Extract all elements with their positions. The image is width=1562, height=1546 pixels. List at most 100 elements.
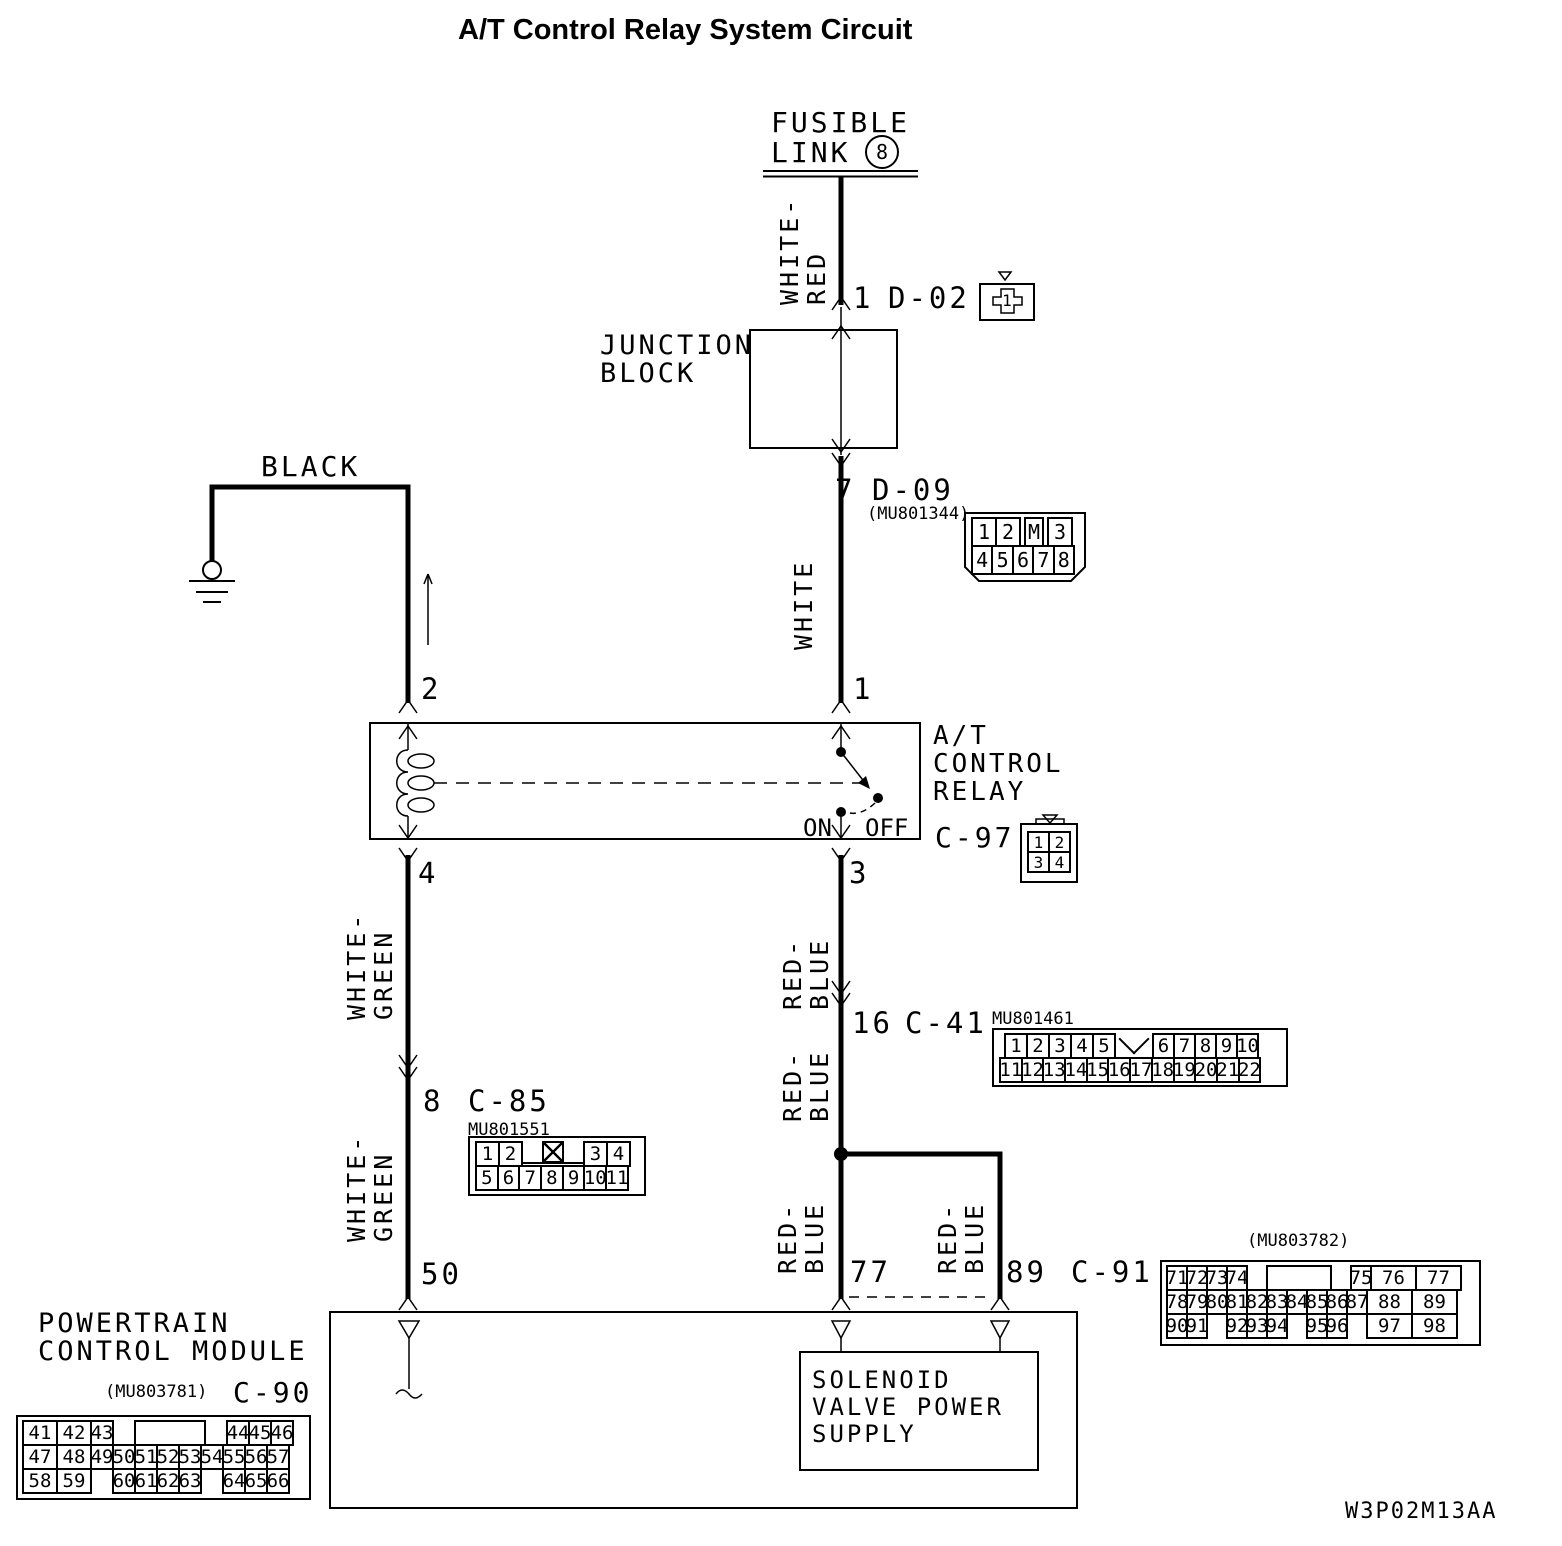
pin-cell-21: 21	[1215, 1057, 1240, 1083]
pin-cell-89: 89	[1411, 1289, 1458, 1315]
relay-coil	[396, 749, 409, 817]
pin-cell-80: 80	[1205, 1289, 1229, 1315]
relay-on-label: ON	[803, 814, 832, 842]
relay-name-line3: RELAY	[933, 777, 1027, 807]
pin-cell-6: 6	[1152, 1033, 1175, 1059]
pin-cell-87: 87	[1345, 1289, 1369, 1315]
connector-gap	[1042, 517, 1049, 547]
part-number-c41: MU801461	[992, 1009, 1074, 1029]
pin-cell-49: 49	[90, 1444, 114, 1470]
pcm-name-line1: POWERTRAIN	[38, 1308, 231, 1339]
connector-shell-c91	[1160, 1260, 1481, 1346]
pin-cell-8: 8	[1052, 545, 1075, 575]
pin-cell-19: 19	[1172, 1057, 1197, 1083]
pin-cell-97: 97	[1366, 1313, 1413, 1339]
relay-box	[369, 722, 921, 840]
pin-cell-2: 2	[1026, 1033, 1050, 1059]
current-arrow	[423, 573, 433, 645]
keyway-x-box	[521, 1141, 585, 1164]
connector-shell-d09	[964, 512, 1086, 582]
internal-ground-squiggle	[395, 1389, 423, 1399]
pin-cell-16: 16	[1107, 1057, 1132, 1083]
pin-cell-4: 4	[606, 1141, 631, 1167]
pin-cell-88: 88	[1366, 1289, 1413, 1315]
pin-cell-50: 50	[112, 1444, 136, 1470]
fusible-link-label-line2: LINK	[771, 136, 851, 169]
wire-label-red-blue-4: RED- BLUE	[933, 1201, 989, 1274]
pin-cell-46: 46	[270, 1420, 294, 1446]
pin-cell-57: 57	[266, 1444, 290, 1470]
pin-number-d09: 7	[835, 473, 856, 507]
pin-cell-85: 85	[1305, 1289, 1329, 1315]
ground-symbol	[189, 560, 235, 603]
pin-cell-5: 5	[475, 1165, 499, 1191]
pin-cell-7: 7	[1173, 1033, 1196, 1059]
connector-blank-cell	[134, 1420, 206, 1446]
connector-code-d09: D-09	[872, 473, 954, 507]
pin-cell-4: 4	[1048, 851, 1071, 873]
pin-cell-1: 1	[971, 517, 997, 547]
wire-label-white-green-2: WHITE- GREEN	[342, 1133, 398, 1242]
pin-cell-94: 94	[1265, 1313, 1289, 1339]
connector-gap	[1019, 517, 1026, 547]
pin-cell-8: 8	[540, 1165, 564, 1191]
connector-code-d02: D-02	[888, 281, 970, 315]
pin-cell-13: 13	[1042, 1057, 1067, 1083]
wire-label-white: WHITE	[789, 559, 818, 650]
pin-cell-77: 77	[1415, 1265, 1462, 1291]
pcm-pin-89: 89	[1006, 1255, 1047, 1289]
pcm-pin-50: 50	[421, 1257, 462, 1291]
connector-gap	[112, 1420, 136, 1446]
pin-cell-9: 9	[561, 1165, 586, 1191]
pcm-internal-symbols	[395, 1320, 1011, 1399]
pin-cell-76: 76	[1370, 1265, 1417, 1291]
pin-cell-9: 9	[1215, 1033, 1238, 1059]
pin-cell-3: 3	[1048, 1033, 1072, 1059]
pin-cell-92: 92	[1225, 1313, 1249, 1339]
pin-cell-20: 20	[1194, 1057, 1218, 1083]
pin-cell-42: 42	[56, 1420, 92, 1446]
pin-cell-45: 45	[248, 1420, 272, 1446]
pin-cell-51: 51	[134, 1444, 158, 1470]
pin-cell-1: 1	[1004, 1033, 1028, 1059]
pin-cell-15: 15	[1085, 1057, 1110, 1083]
fusible-link-symbol	[763, 135, 918, 178]
pin-cell-10: 10	[1236, 1033, 1259, 1059]
part-number-c90: (MU803781)	[105, 1382, 208, 1402]
relay-switch-arrowhead	[858, 776, 870, 789]
junction-block-label-line1: JUNCTION	[600, 330, 755, 361]
pin-cell-22: 22	[1237, 1057, 1262, 1083]
pin-cell-66: 66	[266, 1468, 290, 1494]
junction-block-label-line2: BLOCK	[600, 358, 697, 389]
relay-contact-off	[873, 793, 883, 803]
pin-cell-56: 56	[244, 1444, 268, 1470]
keyway-v-notch	[1114, 1023, 1154, 1059]
pin-cell-2: 2	[995, 517, 1021, 547]
pin-cell-44: 44	[226, 1420, 250, 1446]
pin-cell-53: 53	[178, 1444, 202, 1470]
pin-cell-6: 6	[496, 1165, 521, 1191]
pcm-pin-77: 77	[850, 1255, 891, 1289]
pin-cell-54: 54	[200, 1444, 224, 1470]
part-number-d09: (MU801344)	[867, 504, 970, 524]
pin-cell-59: 59	[56, 1468, 92, 1494]
pin-cell-17: 17	[1129, 1057, 1153, 1083]
pin-cell-18: 18	[1150, 1057, 1175, 1083]
connector-code-c97: C-97	[935, 821, 1015, 854]
pin-cell-5: 5	[1092, 1033, 1116, 1059]
pin-cell-4: 4	[971, 545, 994, 575]
d02-cavity-number: 1	[1002, 291, 1012, 310]
pin-cell-7: 7	[1032, 545, 1055, 575]
relay-pin-1: 1	[853, 672, 874, 706]
pin-cell-52: 52	[156, 1444, 180, 1470]
pin-cell-62: 62	[156, 1468, 180, 1494]
connector-code-c41: C-41	[905, 1006, 987, 1040]
pin-cell-1: 1	[475, 1141, 500, 1167]
pin-cell-11: 11	[999, 1057, 1023, 1083]
